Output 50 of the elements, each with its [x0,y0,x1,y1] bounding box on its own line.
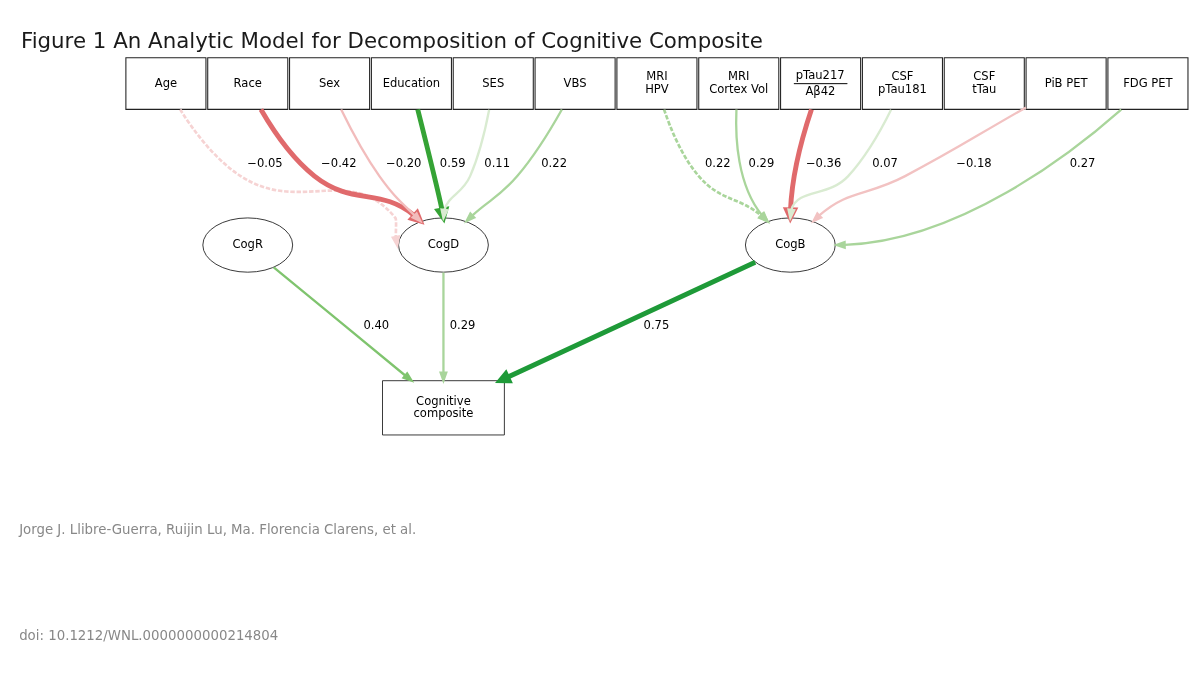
node-ellipse: CogR [202,216,294,273]
node-ellipse: CogB [745,216,836,273]
edge-label: 0.75 [643,317,670,332]
node-box: MRI HPV [616,56,698,110]
edge-label: 0.59 [439,155,466,170]
arrow [810,105,1027,223]
node-box: Education [370,56,452,110]
arrow [464,108,563,223]
node-box: SES [452,56,534,110]
arrow [179,108,401,249]
arrow [415,108,450,223]
edge-label: 0.22 [704,155,731,170]
arrow [495,259,757,383]
arrow [662,108,771,224]
label: Jorge J. Llibre-Guerra, Ruijin Lu, Ma. Florencia Clarens, et al. [19,521,417,537]
arrow [258,107,425,225]
edge-label: 0.22 [541,155,568,170]
node-box: pTau217 Aβ42 [780,56,862,110]
arrow [787,108,893,221]
arrow [340,108,423,223]
arrow [735,108,770,224]
node-box: FDG PET [1107,56,1189,110]
arrow [273,265,415,383]
node-box: CSF pTau181 [861,56,943,110]
arrow [782,108,814,224]
edge-label: 0.27 [1069,155,1096,170]
edge-label: 0.29 [748,155,775,170]
node-box: Cognitive composite [382,379,505,435]
label: doi: 10.1212/WNL.0000000000214804 [19,627,279,643]
edge-label: −0.18 [956,155,992,170]
arrow [440,108,491,221]
node-box: CSF tTau [943,56,1025,110]
node-box: Race [207,56,289,110]
arrow [833,108,1122,249]
diagram-title: Figure 1 An Analytic Model for Decomposition of Cognitive Composite [20,27,763,53]
edge-label: −0.42 [321,155,357,170]
edge-label: 0.29 [449,317,476,332]
node-box: Age [125,56,207,110]
edge-label: −0.36 [805,155,842,170]
node-box: Sex [289,56,371,110]
edge-label: 0.11 [484,155,511,170]
node-box: PiB PET [1025,56,1107,110]
edge-label: −0.20 [386,155,422,170]
arrow [439,272,448,384]
node-box: VBS [534,56,616,110]
node-ellipse: CogD [398,216,489,273]
node-box: MRI Cortex Vol [698,56,780,110]
edge-label: 0.07 [872,155,898,170]
edge-label: −0.05 [247,155,283,170]
edge-label: 0.40 [363,317,390,332]
